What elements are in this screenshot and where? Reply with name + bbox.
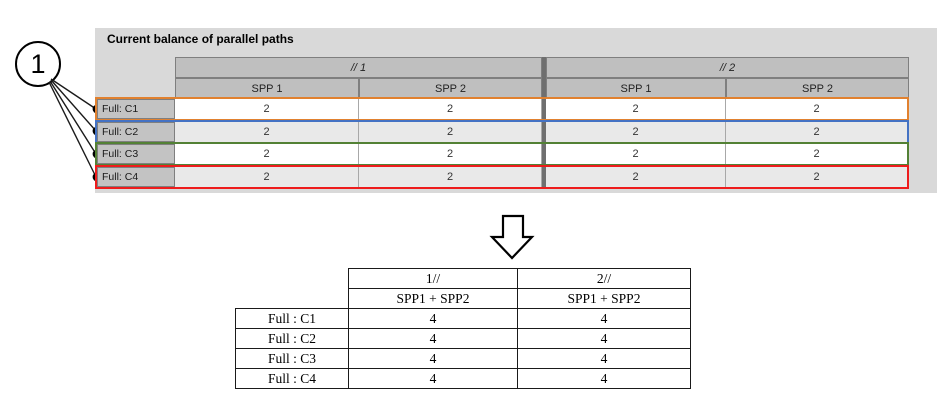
cell-value: 2 [359, 122, 542, 142]
header-spacer [97, 78, 175, 99]
section-divider [542, 99, 546, 119]
row-label: Full: C4 [97, 167, 175, 187]
summary-subheader-1: SPP1 + SPP2 [348, 288, 518, 309]
header-spacer [97, 57, 175, 78]
summary-row-full-c1: Full : C1 4 4 [235, 308, 691, 329]
summary-header-2: 2// [517, 268, 691, 289]
summary-cell-value: 4 [348, 308, 518, 329]
cell-value: 2 [546, 167, 726, 187]
table-row-full-c2: Full: C2 2 2 2 2 [95, 120, 909, 144]
summary-cell-value: 4 [348, 348, 518, 369]
cell-value: 2 [726, 167, 907, 187]
summary-header-1: 1// [348, 268, 518, 289]
cell-value: 2 [546, 99, 726, 119]
blank-corner-cell [236, 269, 349, 289]
summary-subheader-2: SPP1 + SPP2 [517, 288, 691, 309]
section-divider [542, 144, 546, 164]
summary-row-full-c4: Full : C4 4 4 [235, 368, 691, 389]
summary-table: 1// 2// SPP1 + SPP2 SPP1 + SPP2 Full : C… [235, 268, 691, 389]
subheader-row: SPP 1 SPP 2 SPP 1 SPP 2 [97, 78, 909, 99]
section-divider [542, 57, 546, 78]
group-header-row: // 1 // 2 [97, 57, 909, 78]
summary-row-full-c2: Full : C2 4 4 [235, 328, 691, 349]
summary-header-row: 1// 2// [236, 268, 691, 289]
cell-value: 2 [726, 122, 907, 142]
balance-table: // 1 // 2 SPP 1 SPP 2 SPP 1 SPP 2 [97, 57, 909, 99]
callout-circle-1: 1 [15, 41, 61, 87]
table-row-full-c3: Full: C3 2 2 2 2 [95, 142, 909, 166]
row-label: Full: C1 [97, 99, 175, 119]
row-label: Full: C3 [97, 144, 175, 164]
summary-cell-value: 4 [517, 368, 691, 389]
current-balance-panel: Current balance of parallel paths // 1 /… [95, 28, 937, 193]
cell-value: 2 [359, 167, 542, 187]
cell-value: 2 [359, 144, 542, 164]
cell-value: 2 [546, 122, 726, 142]
cell-value: 2 [175, 167, 359, 187]
summary-cell-value: 4 [517, 348, 691, 369]
summary-row-label: Full : C3 [235, 348, 349, 369]
section-divider [542, 78, 546, 99]
cell-value: 2 [726, 99, 907, 119]
table-row-full-c1: Full: C1 2 2 2 2 [95, 97, 909, 121]
summary-cell-value: 4 [517, 308, 691, 329]
subheader-spp2-g2: SPP 2 [726, 78, 909, 99]
section-divider [542, 167, 546, 187]
summary-row-label: Full : C4 [235, 368, 349, 389]
cell-value: 2 [546, 144, 726, 164]
table-row-full-c4: Full: C4 2 2 2 2 [95, 165, 909, 189]
panel-title: Current balance of parallel paths [107, 32, 294, 46]
cell-value: 2 [175, 122, 359, 142]
summary-cell-value: 4 [348, 328, 518, 349]
cell-value: 2 [175, 144, 359, 164]
callout-label: 1 [30, 48, 46, 79]
summary-cell-value: 4 [348, 368, 518, 389]
subheader-spp1-g2: SPP 1 [546, 78, 726, 99]
summary-cell-value: 4 [517, 328, 691, 349]
summary-row-full-c3: Full : C3 4 4 [235, 348, 691, 369]
subheader-spp1-g1: SPP 1 [175, 78, 359, 99]
row-label: Full: C2 [97, 122, 175, 142]
section-divider [542, 122, 546, 142]
summary-subheader-row: SPP1 + SPP2 SPP1 + SPP2 [236, 288, 691, 309]
group-header-parallel-2: // 2 [546, 57, 909, 78]
cell-value: 2 [175, 99, 359, 119]
cell-value: 2 [359, 99, 542, 119]
summary-row-label: Full : C1 [235, 308, 349, 329]
summary-row-label: Full : C2 [235, 328, 349, 349]
group-header-parallel-1: // 1 [175, 57, 542, 78]
cell-value: 2 [726, 144, 907, 164]
subheader-spp2-g1: SPP 2 [359, 78, 542, 99]
blank-corner-cell [236, 289, 349, 309]
